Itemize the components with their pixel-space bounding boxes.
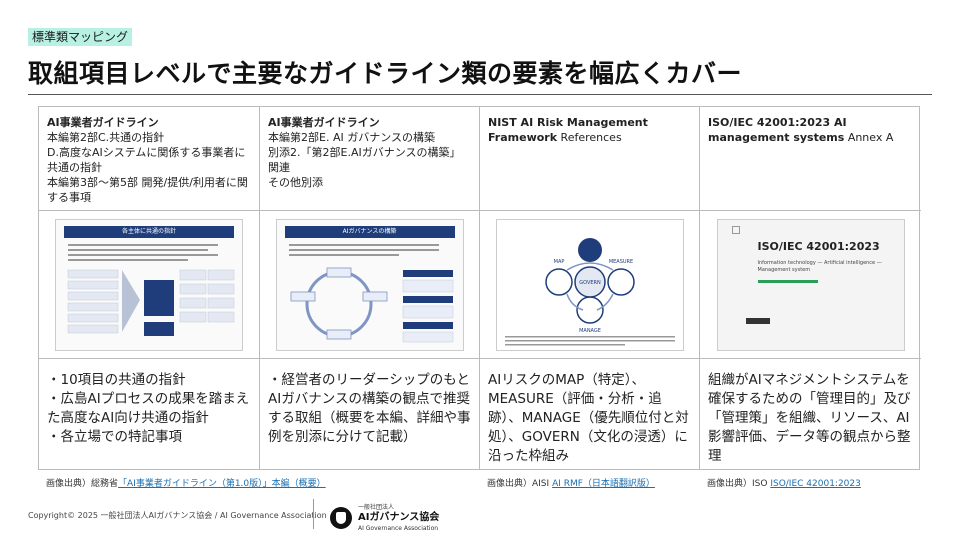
column-header-detail: Annex A: [847, 131, 894, 144]
governance-cycle-diagram: [288, 243, 453, 342]
iso-accent-bar: [757, 279, 818, 283]
thumbnail-cell-3: MAP MEASURE MANAGE GOVERN: [480, 211, 700, 359]
rmf-label-map: MAP: [553, 259, 564, 265]
rmf-label-govern: GOVERN: [579, 280, 601, 286]
rmf-label-measure: MEASURE: [608, 259, 632, 265]
logo-org-name: AIガバナンス協会: [358, 512, 440, 523]
column-header-title: ISO/IEC 42001:2023 AI management systems: [708, 116, 847, 144]
iso-standard-thumbnail: ISO/IEC 42001:2023 Information technolog…: [716, 218, 905, 351]
rmf-label-manage: MANAGE: [579, 328, 601, 334]
nist-rmf-thumbnail: MAP MEASURE MANAGE GOVERN: [495, 218, 684, 351]
comparison-table: AI事業者ガイドライン 本編第2部C.共通の指針 D.高度なAIシステムに関係す…: [38, 106, 921, 470]
column-header-detail: 本編第2部E. AI ガバナンスの構築 別添2.「第2部E.AIガバナンスの構築…: [268, 131, 461, 189]
column-header-2: AI事業者ガイドライン 本編第2部E. AI ガバナンスの構築 別添2.「第2部…: [260, 107, 480, 211]
thumbnail-title-bar: 各主体に共通の指針: [64, 225, 234, 238]
shield-logo-icon: [330, 507, 352, 529]
thumbnail-cell-2: AIガバナンスの構築: [260, 211, 480, 359]
column-header-title: AI事業者ガイドライン: [47, 116, 159, 129]
source-link-2[interactable]: AI RMF（日本語翻訳版）: [552, 479, 655, 489]
column-header-detail: 本編第2部C.共通の指針 D.高度なAIシステムに関係する事業者に共通の指針 本…: [47, 131, 248, 204]
column-header-title: AI事業者ガイドライン: [268, 116, 380, 129]
image-source-2: 画像出典）AISI AI RMF（日本語翻訳版）: [487, 476, 655, 489]
section-tag: 標準類マッピング: [28, 28, 133, 46]
page-title: 取組項目レベルで主要なガイドライン類の要素を幅広くカバー: [28, 59, 743, 88]
description-2: ・経営者のリーダーシップのもとAIガバナンスの構築の観点で推奨する取組（概要を本…: [260, 359, 480, 469]
title-divider: [28, 94, 932, 95]
column-header-4: ISO/IEC 42001:2023 AI management systems…: [700, 107, 921, 211]
rmf-core-diagram: MAP MEASURE MANAGE GOVERN: [504, 237, 675, 345]
source-prefix: 画像出典）ISO: [707, 479, 768, 489]
column-header-detail: References: [560, 131, 622, 144]
iso-label-block: [745, 317, 770, 324]
logo-org-name-en: AI Governance Association: [358, 525, 439, 532]
column-header-1: AI事業者ガイドライン 本編第2部C.共通の指針 D.高度なAIシステムに関係す…: [39, 107, 260, 211]
thumbnail-cell-4: ISO/IEC 42001:2023 Information technolog…: [700, 211, 921, 359]
governance-slide-thumbnail: AIガバナンスの構築: [275, 218, 464, 351]
source-prefix: 画像出典）AISI: [487, 479, 550, 489]
source-link-1[interactable]: 「AI事業者ガイドライン（第1.0版）」本編（概要）: [118, 479, 326, 489]
guideline-diagram: [67, 243, 235, 336]
iso-logo-icon: [731, 225, 740, 234]
column-header-title: NIST AI Risk Management Framework: [488, 116, 648, 144]
iso-thumbnail-subtitle: Information technology — Artificial inte…: [757, 259, 882, 273]
guideline-slide-thumbnail: 各主体に共通の指針: [55, 218, 243, 351]
footer-copyright: Copyright© 2025 一般社団法人AIガバナンス協会 / AI Gov…: [28, 511, 327, 520]
description-4: 組織がAIマネジメントシステムを確保するための「管理目的」及び「管理策」を組織、…: [708, 372, 911, 464]
image-source-3: 画像出典）ISO ISO/IEC 42001:2023: [707, 476, 861, 489]
description-1: ・10項目の共通の指針 ・広島AIプロセスの成果を踏まえた高度なAI向け共通の指…: [39, 359, 260, 469]
description-3: AIリスクのMAP（特定）、MEASURE（評価・分析・追跡）、MANAGE（優…: [480, 359, 700, 469]
thumbnail-title-bar: AIガバナンスの構築: [284, 225, 455, 238]
iso-thumbnail-title: ISO/IEC 42001:2023: [757, 239, 880, 253]
footer-divider: [313, 499, 314, 529]
thumbnail-cell-1: 各主体に共通の指針: [39, 211, 260, 359]
column-header-3: NIST AI Risk Management Framework Refere…: [480, 107, 700, 211]
association-logo: 一般社団法人 AIガバナンス協会 AI Governance Associati…: [330, 503, 439, 533]
source-link-3[interactable]: ISO/IEC 42001:2023: [770, 479, 861, 489]
image-source-1: 画像出典）総務省「AI事業者ガイドライン（第1.0版）」本編（概要）: [46, 476, 326, 489]
source-prefix: 画像出典）総務省: [46, 479, 119, 489]
logo-org-type: 一般社団法人: [358, 504, 395, 511]
